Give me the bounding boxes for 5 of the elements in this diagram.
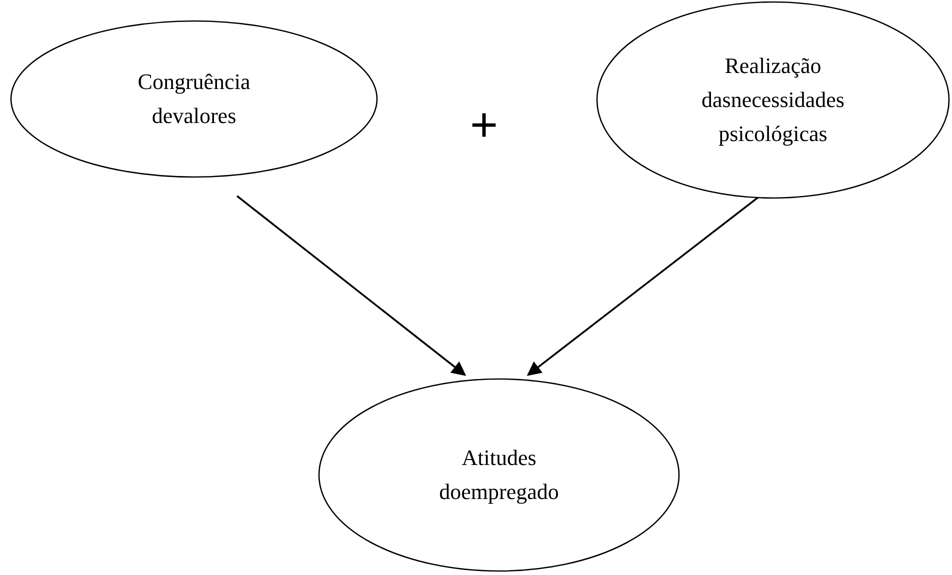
node-text: Atitudes doempregado bbox=[438, 444, 560, 506]
plus-sign: + bbox=[470, 98, 498, 154]
node-text: Realização dasnecessidades psicológicas bbox=[700, 52, 846, 148]
node-text: Congruência devalores bbox=[136, 68, 252, 130]
arrow bbox=[236, 195, 466, 376]
